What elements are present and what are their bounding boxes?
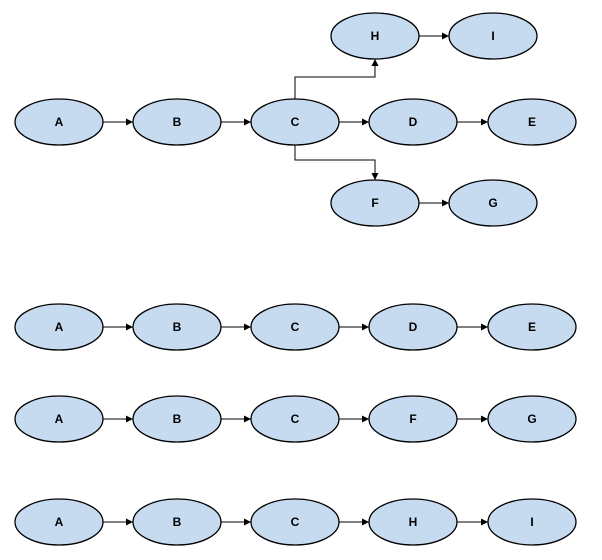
- node-path-3-c: C: [250, 498, 340, 546]
- node-label: H: [409, 515, 418, 529]
- arrow-tree-tC-to-tH: [294, 59, 379, 99]
- node-tree-a: A: [14, 98, 104, 146]
- node-ellipse: [368, 98, 458, 146]
- node-ellipse: [448, 179, 538, 227]
- node-ellipse: [368, 498, 458, 546]
- node-label: H: [371, 29, 380, 43]
- node-label: C: [291, 412, 300, 426]
- arrow-tree-tC-to-tF: [294, 145, 379, 180]
- node-label: A: [55, 320, 64, 334]
- node-path-2-c: C: [250, 395, 340, 443]
- node-label: C: [291, 320, 300, 334]
- node-ellipse: [487, 395, 577, 443]
- node-ellipse: [448, 12, 538, 60]
- node-tree-e: E: [487, 98, 577, 146]
- node-ellipse: [14, 395, 104, 443]
- node-label: A: [55, 115, 64, 129]
- node-ellipse: [14, 98, 104, 146]
- node-label: D: [409, 320, 418, 334]
- node-label: D: [409, 115, 418, 129]
- node-label: B: [173, 320, 182, 334]
- node-label: B: [173, 515, 182, 529]
- nodes-layer: A B C D E H I F G A B C D E A B C F G A B C H I: [14, 12, 577, 546]
- node-label: B: [173, 115, 182, 129]
- node-label: I: [530, 515, 533, 529]
- node-tree-b: B: [132, 98, 222, 146]
- node-ellipse: [132, 98, 222, 146]
- node-tree-f: F: [330, 179, 420, 227]
- node-label: G: [488, 196, 497, 210]
- node-ellipse: [250, 395, 340, 443]
- node-path-3-b: B: [132, 498, 222, 546]
- node-path-3-a: A: [14, 498, 104, 546]
- node-tree-d: D: [368, 98, 458, 146]
- node-path-1-c: C: [250, 303, 340, 351]
- node-path-1-a: A: [14, 303, 104, 351]
- node-label: B: [173, 412, 182, 426]
- node-label: A: [55, 412, 64, 426]
- node-path-2-a: A: [14, 395, 104, 443]
- node-ellipse: [487, 303, 577, 351]
- node-ellipse: [368, 303, 458, 351]
- node-ellipse: [368, 395, 458, 443]
- node-tree-g: G: [448, 179, 538, 227]
- edges-layer: [103, 32, 488, 526]
- node-path-1-e: E: [487, 303, 577, 351]
- node-path-2-b: B: [132, 395, 222, 443]
- node-tree-h: H: [330, 12, 420, 60]
- node-label: E: [528, 115, 536, 129]
- node-ellipse: [250, 303, 340, 351]
- node-ellipse: [132, 498, 222, 546]
- node-path-2-g: G: [487, 395, 577, 443]
- node-label: F: [371, 196, 378, 210]
- node-ellipse: [487, 498, 577, 546]
- node-label: C: [291, 115, 300, 129]
- node-label: E: [528, 320, 536, 334]
- node-ellipse: [250, 498, 340, 546]
- node-ellipse: [14, 498, 104, 546]
- node-ellipse: [330, 12, 420, 60]
- node-ellipse: [330, 179, 420, 227]
- node-label: C: [291, 515, 300, 529]
- node-label: A: [55, 515, 64, 529]
- node-ellipse: [132, 395, 222, 443]
- node-label: I: [491, 29, 494, 43]
- node-label: G: [527, 412, 536, 426]
- node-path-1-d: D: [368, 303, 458, 351]
- node-ellipse: [487, 98, 577, 146]
- node-label: F: [409, 412, 416, 426]
- node-path-3-h: H: [368, 498, 458, 546]
- node-ellipse: [250, 98, 340, 146]
- node-tree-c: C: [250, 98, 340, 146]
- node-ellipse: [14, 303, 104, 351]
- node-path-3-i: I: [487, 498, 577, 546]
- node-tree-i: I: [448, 12, 538, 60]
- node-path-2-f: F: [368, 395, 458, 443]
- node-path-1-b: B: [132, 303, 222, 351]
- node-ellipse: [132, 303, 222, 351]
